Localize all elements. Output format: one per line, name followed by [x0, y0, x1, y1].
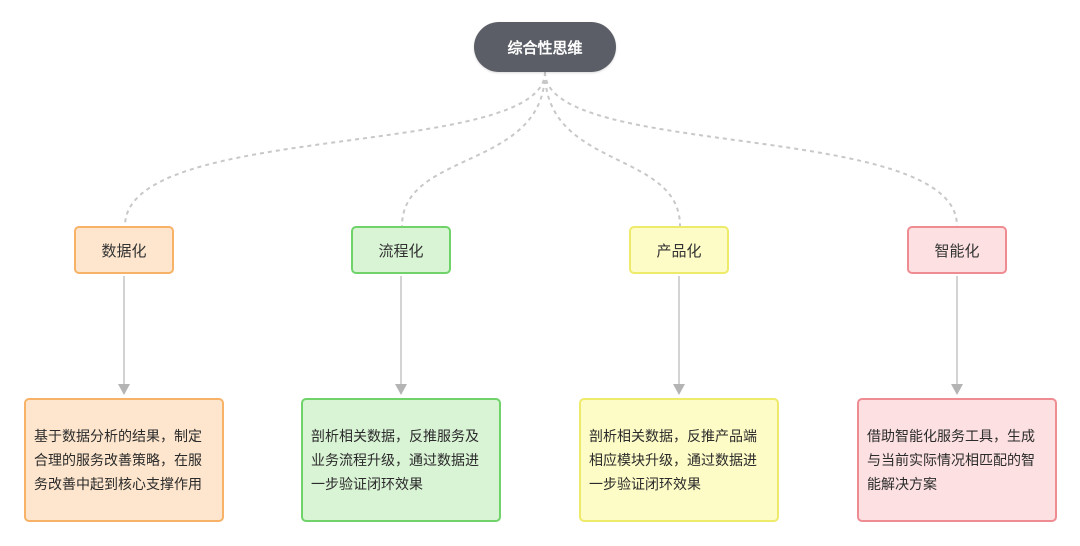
- description-text: 基于数据分析的结果，制定合理的服务改善策略，在服务改善中起到核心支撑作用: [34, 429, 202, 493]
- root-node: 综合性思维: [474, 22, 616, 72]
- arrow-shujuhua: [118, 276, 130, 395]
- description-text: 剖析相关数据，反推服务及业务流程升级，通过数据进一步验证闭环效果: [311, 429, 479, 493]
- category-node-shujuhua: 数据化: [74, 226, 174, 274]
- description-box-zhinenghua: 借助智能化服务工具，生成与当前实际情况相匹配的智能解决方案: [857, 398, 1057, 522]
- connector-root-to-shujuhua: [124, 71, 546, 227]
- arrow-zhinenghua: [951, 276, 963, 395]
- category-label: 数据化: [101, 241, 147, 260]
- arrow-chanpinhua: [673, 276, 685, 395]
- category-node-zhinenghua: 智能化: [907, 226, 1007, 274]
- connector-root-to-chanpinhua: [544, 71, 681, 227]
- description-box-shujuhua: 基于数据分析的结果，制定合理的服务改善策略，在服务改善中起到核心支撑作用: [24, 398, 224, 522]
- description-box-liuchenghua: 剖析相关数据，反推服务及业务流程升级，通过数据进一步验证闭环效果: [301, 398, 501, 522]
- connector-root-to-liuchenghua: [401, 71, 546, 227]
- category-label: 智能化: [934, 241, 980, 260]
- root-node-label: 综合性思维: [507, 38, 583, 57]
- category-label: 流程化: [378, 241, 424, 260]
- description-box-chanpinhua: 剖析相关数据，反推产品端相应模块升级，通过数据进一步验证闭环效果: [579, 398, 779, 522]
- category-node-liuchenghua: 流程化: [351, 226, 451, 274]
- connector-root-to-zhinenghua: [544, 71, 958, 227]
- description-text: 剖析相关数据，反推产品端相应模块升级，通过数据进一步验证闭环效果: [589, 429, 757, 493]
- category-node-chanpinhua: 产品化: [629, 226, 729, 274]
- category-label: 产品化: [656, 241, 702, 260]
- arrow-liuchenghua: [395, 276, 407, 395]
- description-text: 借助智能化服务工具，生成与当前实际情况相匹配的智能解决方案: [867, 429, 1035, 493]
